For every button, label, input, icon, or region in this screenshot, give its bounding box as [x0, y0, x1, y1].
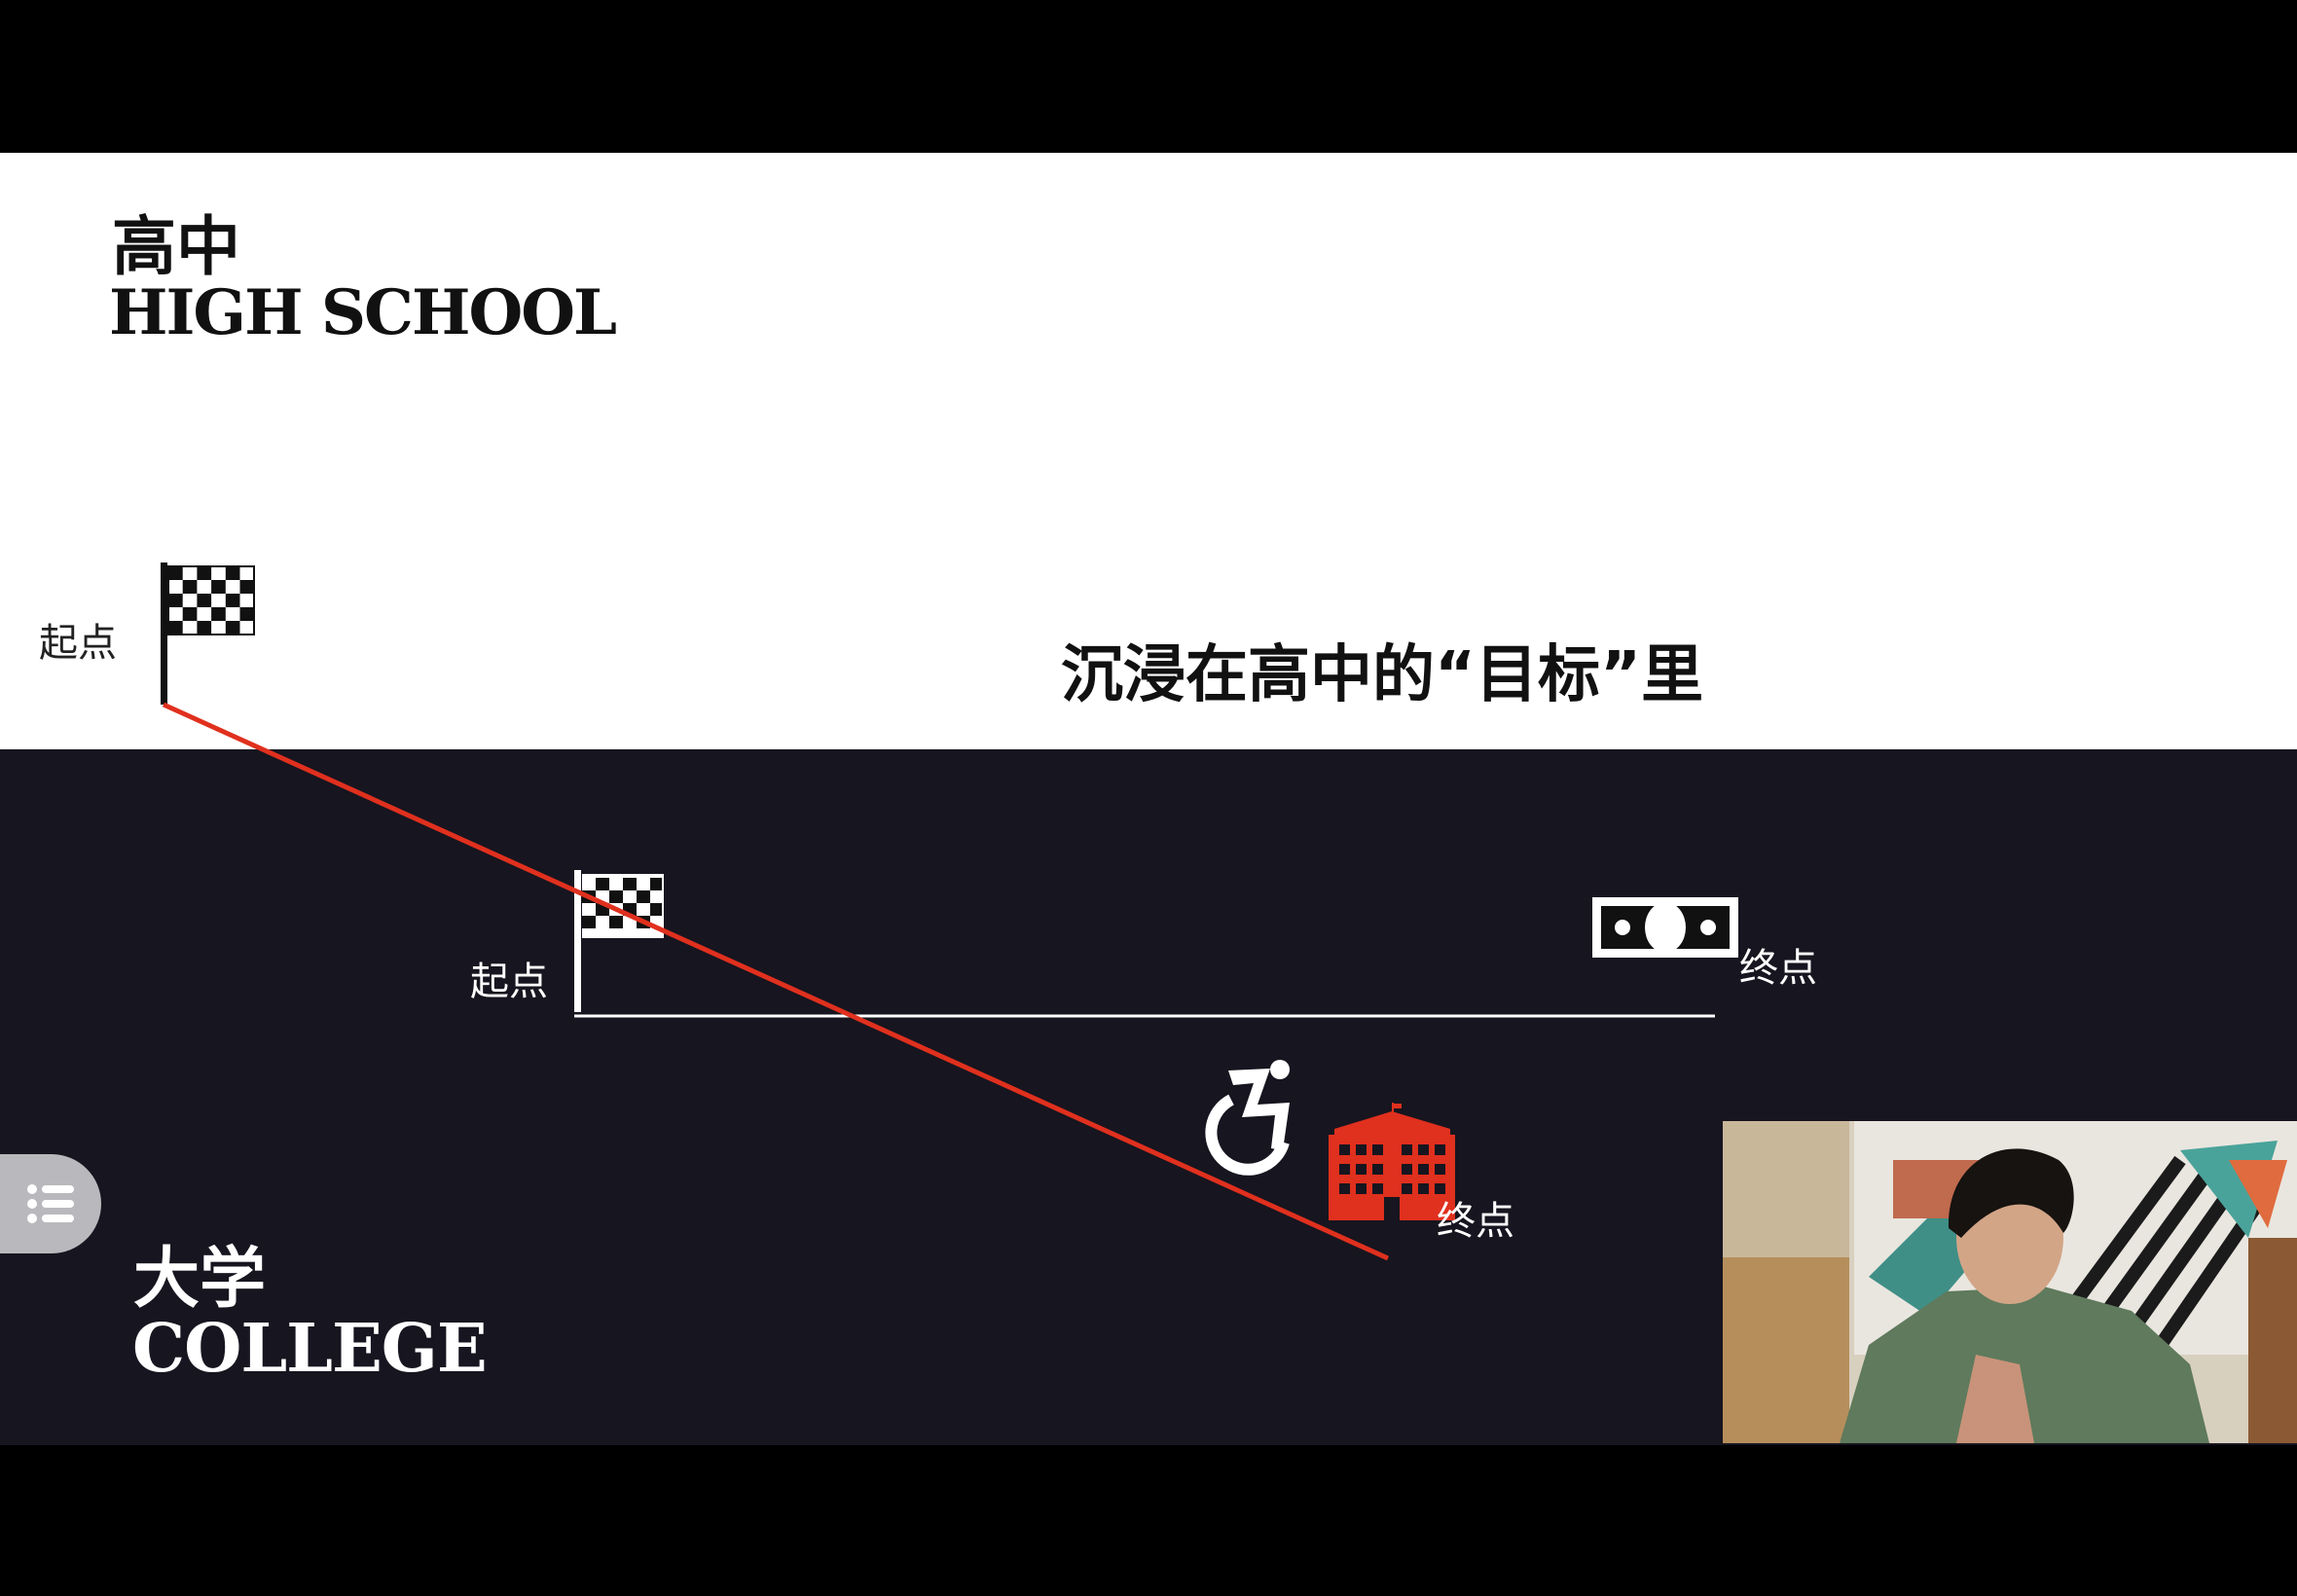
menu-toggle-button[interactable] — [0, 1154, 101, 1253]
presenter-webcam[interactable] — [1723, 1121, 2297, 1443]
money-bill-icon — [1592, 897, 1738, 958]
college-title-en: COLLEGE — [132, 1310, 488, 1388]
college-title-cn: 大学 — [133, 1240, 267, 1318]
checkered-flag-icon — [161, 562, 255, 705]
slide-headline: 沉浸在高中的“目标”里 — [1061, 639, 1704, 711]
bottom-letterbox — [0, 1445, 2297, 1596]
school-building-icon — [1329, 1103, 1455, 1220]
high-school-panel — [0, 153, 2297, 749]
list-icon — [27, 1184, 74, 1223]
wheelchair-icon — [1205, 1060, 1290, 1176]
high-school-title-en: HIGH SCHOOL — [109, 276, 617, 349]
college-start-label: 起点 — [470, 960, 548, 1004]
high-school-title-cn: 高中 — [112, 208, 240, 284]
high-school-end-label: 终点 — [1437, 1199, 1514, 1244]
high-school-start-label: 起点 — [39, 621, 117, 666]
presenter-video — [1723, 1121, 2297, 1443]
checkered-flag-icon — [574, 870, 664, 1012]
college-end-label: 终点 — [1739, 946, 1817, 991]
trajectory-line — [162, 702, 1390, 1261]
top-letterbox — [0, 0, 2297, 153]
